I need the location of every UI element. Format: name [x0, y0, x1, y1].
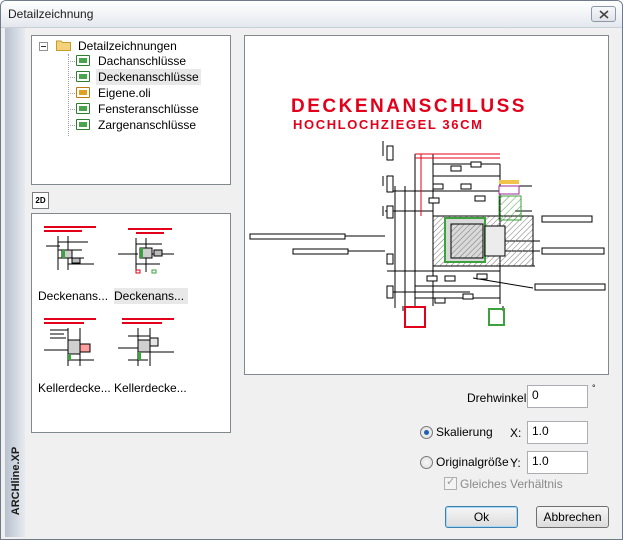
rotation-input[interactable]: 0: [527, 385, 588, 408]
preview-title: DECKENANSCHLUSS: [291, 96, 527, 117]
thumbnail-caption: Kellerdecke...: [114, 381, 187, 395]
user-library-file-icon: [76, 87, 90, 98]
tree-item-label: Fensteranschlüsse: [98, 102, 199, 116]
brand-strip: ARCHline.XP: [5, 28, 25, 537]
scale-y-input[interactable]: 1.0: [527, 451, 588, 474]
original-size-radio[interactable]: [420, 456, 433, 469]
preview-subtitle: HOCHLOCHZIEGEL 36CM: [293, 117, 484, 132]
detail-thumbnail-image: [118, 228, 174, 274]
tree-line: [68, 109, 77, 110]
thumbnail-item[interactable]: Deckenans...: [38, 224, 110, 308]
tree-item-label: Eigene.oli: [98, 86, 151, 100]
2d-view-button[interactable]: 2D: [32, 192, 49, 209]
scale-x-input[interactable]: 1.0: [527, 421, 588, 444]
thumbnail-item[interactable]: Deckenans...: [114, 224, 188, 308]
folder-tree[interactable]: Detailzeichnungen Dachanschlüsse Deckena…: [31, 35, 231, 185]
detail-thumbnail-image: [44, 318, 96, 366]
tree-item-label: Dachanschlüsse: [98, 54, 187, 68]
original-size-label: Originalgröße: [436, 455, 509, 469]
tree-item-label: Deckenanschlüsse: [96, 69, 201, 85]
equal-ratio-label: Gleiches Verhältnis: [460, 477, 563, 491]
cancel-button[interactable]: Abbrechen: [536, 506, 609, 528]
close-icon: [599, 10, 609, 19]
x-label: X:: [510, 426, 522, 440]
thumbnail-caption: Deckenans...: [38, 289, 109, 303]
library-file-icon: [76, 103, 90, 114]
library-file-icon: [76, 119, 90, 130]
close-button[interactable]: [591, 6, 616, 22]
brand-label: ARCHline.XP: [10, 446, 22, 516]
thumbnail-item[interactable]: Kellerdecke...: [38, 316, 111, 400]
library-file-icon: [76, 71, 90, 82]
window-title: Detailzeichnung: [8, 7, 94, 21]
tree-item-label: Zargenanschlüsse: [98, 118, 197, 132]
tree-line: [68, 61, 77, 62]
library-file-icon: [76, 55, 90, 66]
equal-ratio-checkbox[interactable]: [444, 475, 457, 490]
y-label: Y:: [510, 456, 521, 470]
detail-thumbnail-image: [118, 318, 174, 366]
thumbnail-caption: Deckenans...: [114, 288, 188, 304]
rotation-unit: °: [592, 383, 596, 393]
scaling-radio[interactable]: [420, 426, 433, 439]
title-bar: Detailzeichnung: [1, 1, 622, 28]
tree-root-label: Detailzeichnungen: [78, 39, 177, 53]
collapse-toggle[interactable]: [39, 42, 48, 51]
tree-line: [68, 93, 77, 94]
tree-line: [68, 125, 77, 126]
thumbnail-item[interactable]: Kellerdecke...: [114, 316, 187, 400]
detail-preview: DECKENANSCHLUSS HOCHLOCHZIEGEL 36CM: [244, 35, 609, 375]
detail-thumbnail-image: [44, 226, 96, 270]
ok-button[interactable]: Ok: [445, 506, 518, 528]
tree-line: [68, 77, 77, 78]
tree-line: [68, 54, 69, 136]
folder-icon: [56, 40, 71, 51]
thumbnail-caption: Kellerdecke...: [38, 381, 111, 395]
thumbnail-list[interactable]: Deckenans... Deckenans... Kellerdecke...: [31, 213, 231, 433]
rotation-label: Drehwinkel: [467, 391, 527, 405]
scaling-label: Skalierung: [436, 425, 493, 439]
detail-drawing: DECKENANSCHLUSS HOCHLOCHZIEGEL 36CM: [249, 96, 606, 328]
